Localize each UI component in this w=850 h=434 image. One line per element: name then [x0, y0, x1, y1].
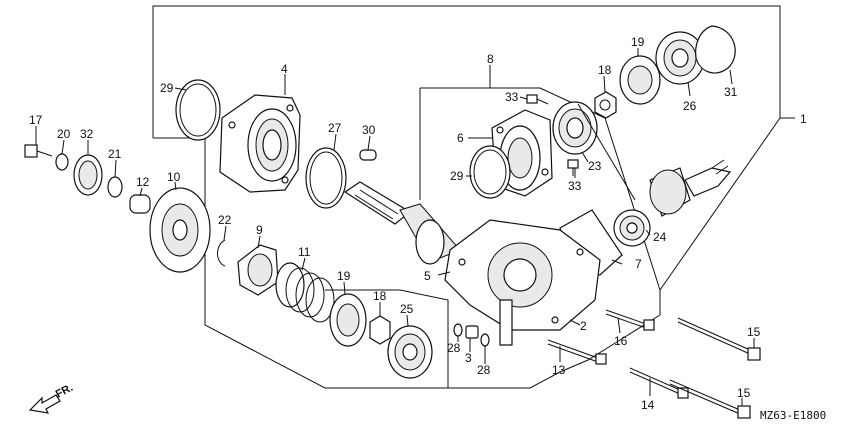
label-part-28b: 28 — [477, 363, 491, 377]
label-part-9: 9 — [256, 223, 263, 237]
label-part-3: 3 — [465, 351, 472, 365]
label-part-30: 30 — [362, 123, 376, 137]
front-direction-arrow: FR. — [28, 382, 75, 414]
label-part-33a: 33 — [505, 90, 519, 104]
part-14-bolt — [629, 367, 689, 399]
label-part-32: 32 — [80, 127, 94, 141]
part-27-oring — [305, 147, 347, 209]
part-15-bolt-lower — [669, 379, 751, 419]
label-part-6: 6 — [457, 131, 464, 145]
diagram-code: MZ63-E1800 — [760, 409, 826, 422]
part-26-seal — [655, 31, 705, 85]
part-25-bearing — [387, 325, 433, 379]
part-4-housing — [219, 94, 301, 193]
part-19-collar-bottom — [329, 293, 367, 347]
part-10-driven-gear — [149, 187, 211, 273]
part-23-bearing — [552, 101, 598, 155]
assembly-outline — [152, 5, 795, 389]
label-part-11: 11 — [298, 245, 311, 259]
part-21-washer — [107, 176, 123, 198]
label-part-14: 14 — [641, 398, 655, 412]
part-13-bolt — [547, 339, 607, 365]
part-33-bolt-bottom — [567, 159, 579, 176]
label-part-33b: 33 — [568, 179, 582, 193]
part-12-collar — [129, 194, 151, 214]
label-part-5: 5 — [424, 269, 431, 283]
part-28-washer-a — [453, 323, 463, 337]
label-part-10: 10 — [167, 170, 181, 184]
part-16-bolt — [605, 309, 655, 331]
label-part-7: 7 — [635, 257, 642, 271]
label-part-8: 8 — [487, 52, 494, 66]
label-part-24: 24 — [653, 230, 667, 244]
label-part-25: 25 — [400, 302, 414, 316]
label-part-29b: 29 — [450, 169, 464, 183]
label-part-21: 21 — [108, 147, 122, 161]
part-31-snap-ring — [695, 25, 736, 74]
label-part-22: 22 — [218, 213, 232, 227]
label-part-28a: 28 — [447, 341, 461, 355]
label-part-23: 23 — [588, 159, 602, 173]
fr-label: FR. — [54, 382, 75, 401]
part-5-gear-case — [444, 219, 601, 346]
part-18-nut-bottom — [369, 315, 391, 345]
label-part-1: 1 — [800, 112, 807, 126]
part-29-oring-right — [469, 145, 511, 199]
part-11-spring — [275, 262, 335, 323]
part-29-oring-left — [175, 79, 221, 141]
label-part-13: 13 — [552, 363, 566, 377]
part-labels: 1 2 3 4 5 6 7 8 9 10 11 12 13 14 15 15 1… — [29, 35, 807, 412]
leader-lines — [35, 48, 755, 406]
label-part-27: 27 — [328, 121, 342, 135]
label-part-2: 2 — [580, 319, 587, 333]
label-part-18b: 18 — [373, 289, 387, 303]
part-19-collar-top — [619, 55, 661, 105]
part-24-bearing — [613, 209, 651, 247]
label-part-19a: 19 — [631, 35, 645, 49]
label-part-20: 20 — [57, 127, 71, 141]
label-part-31: 31 — [724, 85, 738, 99]
pinion-shaft — [343, 181, 461, 265]
label-part-19b: 19 — [337, 269, 351, 283]
ring-gear — [649, 159, 732, 217]
label-part-16: 16 — [614, 334, 628, 348]
label-part-4: 4 — [281, 62, 288, 76]
part-28-washer-b — [480, 333, 490, 347]
part-3-plug — [465, 325, 479, 339]
label-part-26: 26 — [683, 99, 697, 113]
label-part-12: 12 — [136, 175, 150, 189]
part-20-washer — [55, 153, 69, 171]
part-18-nut-top — [594, 91, 617, 119]
part-17-bolt — [24, 144, 53, 158]
label-part-17: 17 — [29, 113, 43, 127]
label-part-15a: 15 — [747, 325, 761, 339]
part-9-cam — [237, 244, 279, 296]
label-part-29a: 29 — [160, 81, 174, 95]
part-33-bolt-top — [526, 94, 549, 105]
part-30-pin — [359, 149, 377, 161]
part-22-circlip — [217, 239, 226, 267]
label-part-15b: 15 — [737, 386, 751, 400]
part-32-bearing — [73, 154, 103, 196]
label-part-18a: 18 — [598, 63, 612, 77]
